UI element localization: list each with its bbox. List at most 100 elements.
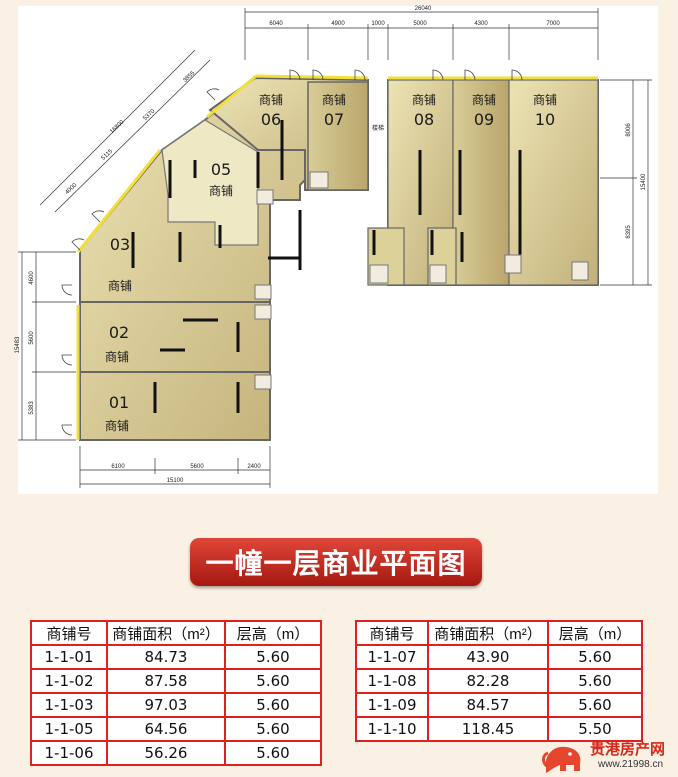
unit-06-name: 商铺 [259, 92, 283, 107]
shop-number-cell: 1-1-03 [30, 692, 108, 718]
unit-02-name: 商铺 [105, 349, 129, 364]
dim-right-total: 15400 [641, 173, 647, 190]
dim-right-2: 8395 [626, 225, 632, 239]
elephant-logo-icon [542, 746, 581, 773]
dim-top-5: 4300 [474, 21, 488, 27]
table-row: 1-1-01 84.73 5.60 [30, 644, 322, 670]
floor-plan: 商铺 06 商铺 07 商铺 08 商铺 09 商铺 10 05 商铺 03 商… [15, 6, 658, 494]
dimension-diagonal [39, 49, 211, 213]
floor-height-cell: 5.50 [547, 716, 643, 742]
dimension-left [18, 251, 76, 441]
unit-05-floor [161, 119, 259, 246]
table-row: 1-1-05 64.56 5.60 [30, 716, 322, 742]
dim-bottom-3: 2400 [247, 464, 261, 470]
dim-left-3: 5383 [29, 401, 35, 415]
plan-title: 一幢一层商业平面图 [205, 547, 467, 580]
dim-bottom-2: 5600 [190, 464, 204, 470]
dim-top-2: 4900 [331, 21, 345, 27]
unit-10-name: 商铺 [533, 92, 557, 107]
table-row: 1-1-10 118.45 5.50 [355, 716, 643, 742]
dim-left-total: 15483 [15, 336, 21, 353]
shop-area-cell: 118.45 [427, 716, 549, 742]
watermark-title: 贵港房产网 [590, 740, 666, 758]
shop-area-cell: 82.28 [427, 668, 549, 694]
internal-walls [131, 120, 522, 413]
unit-05-number: 05 [211, 160, 231, 179]
dim-top-1: 6040 [269, 21, 283, 27]
unit-03-name: 商铺 [108, 278, 132, 293]
dim-left-2: 5600 [29, 331, 35, 345]
plan-title-banner: 一幢一层商业平面图 [190, 538, 482, 586]
shop-number-cell: 1-1-02 [30, 668, 108, 694]
stair-note: 楼梯 [372, 124, 384, 132]
table-row: 1-1-06 56.26 5.60 [30, 740, 322, 766]
shop-number-cell: 1-1-05 [30, 716, 108, 742]
unit-labels: 商铺 06 商铺 07 商铺 08 商铺 09 商铺 10 05 商铺 03 商… [105, 92, 557, 433]
shop-area-cell: 64.56 [106, 716, 226, 742]
shop-number-cell: 1-1-01 [30, 644, 108, 670]
floor-height-cell: 5.60 [547, 644, 643, 670]
unit-03-number: 03 [110, 235, 130, 254]
shop-area-cell: 56.26 [106, 740, 226, 766]
unit-09-name: 商铺 [472, 92, 496, 107]
table-row: 1-1-08 82.28 5.60 [355, 668, 643, 694]
shop-area-cell: 87.58 [106, 668, 226, 694]
floor-height-cell: 5.60 [224, 668, 322, 694]
table-row: 1-1-02 87.58 5.60 [30, 668, 322, 694]
dimension-top [244, 8, 599, 60]
shop-area-cell: 84.57 [427, 692, 549, 718]
shop-number-cell: 1-1-06 [30, 740, 108, 766]
shop-area-cell: 43.90 [427, 644, 549, 670]
table-row: 1-1-09 84.57 5.60 [355, 692, 643, 718]
spec-table-left: 商铺号 商铺面积（m²） 层高（m） 1-1-01 84.73 5.60 1-1… [30, 620, 322, 766]
floor-height-cell: 5.60 [224, 644, 322, 670]
unit-01-number: 01 [109, 393, 129, 412]
dim-right-1: 8006 [626, 123, 632, 137]
dim-top-6: 7000 [546, 21, 560, 27]
header-shop-number: 商铺号 [355, 620, 429, 646]
shop-number-cell: 1-1-10 [355, 716, 429, 742]
unit-10-number: 10 [535, 110, 555, 129]
shop-area-cell: 97.03 [106, 692, 226, 718]
unit-05-name: 商铺 [209, 183, 233, 198]
floor-height-cell: 5.60 [224, 740, 322, 766]
door-swings [61, 69, 523, 436]
shop-number-cell: 1-1-09 [355, 692, 429, 718]
dimension-bottom [79, 446, 271, 488]
table-row: 1-1-07 43.90 5.60 [355, 644, 643, 670]
shop-number-cell: 1-1-07 [355, 644, 429, 670]
table-header-row: 商铺号 商铺面积（m²） 层高（m） [355, 620, 643, 646]
shop-number-cell: 1-1-08 [355, 668, 429, 694]
dim-top-4: 5000 [413, 21, 427, 27]
unit-06-number: 06 [261, 110, 281, 129]
unit-09-number: 09 [474, 110, 494, 129]
unit-02-number: 02 [109, 323, 129, 342]
header-shop-number: 商铺号 [30, 620, 108, 646]
unit-07-name: 商铺 [322, 92, 346, 107]
floor-height-cell: 5.60 [547, 692, 643, 718]
glass-frontage [76, 74, 598, 440]
unit-10-floor [508, 79, 599, 286]
dim-top-total: 26040 [415, 6, 432, 12]
unit-08-name: 商铺 [412, 92, 436, 107]
dim-top-3: 1000 [371, 21, 385, 27]
floor-height-cell: 5.60 [224, 716, 322, 742]
table-header-row: 商铺号 商铺面积（m²） 层高（m） [30, 620, 322, 646]
table-row: 1-1-03 97.03 5.60 [30, 692, 322, 718]
dimension-right [600, 79, 652, 286]
spec-table-right: 商铺号 商铺面积（m²） 层高（m） 1-1-07 43.90 5.60 1-1… [355, 620, 643, 742]
header-shop-area: 商铺面积（m²） [106, 620, 226, 646]
site-watermark: 贵港房产网 www.21998.cn [540, 737, 676, 775]
watermark-url: www.21998.cn [598, 759, 664, 770]
header-floor-height: 层高（m） [547, 620, 643, 646]
floor-height-cell: 5.60 [547, 668, 643, 694]
unit-08-number: 08 [414, 110, 434, 129]
floor-height-cell: 5.60 [224, 692, 322, 718]
dim-left-1: 4600 [29, 271, 35, 285]
dim-bottom-total: 15100 [167, 478, 184, 484]
restroom-fixtures [254, 171, 589, 390]
unit-01-name: 商铺 [105, 418, 129, 433]
shop-area-cell: 84.73 [106, 644, 226, 670]
dim-bottom-1: 6100 [111, 464, 125, 470]
unit-07-number: 07 [324, 110, 344, 129]
